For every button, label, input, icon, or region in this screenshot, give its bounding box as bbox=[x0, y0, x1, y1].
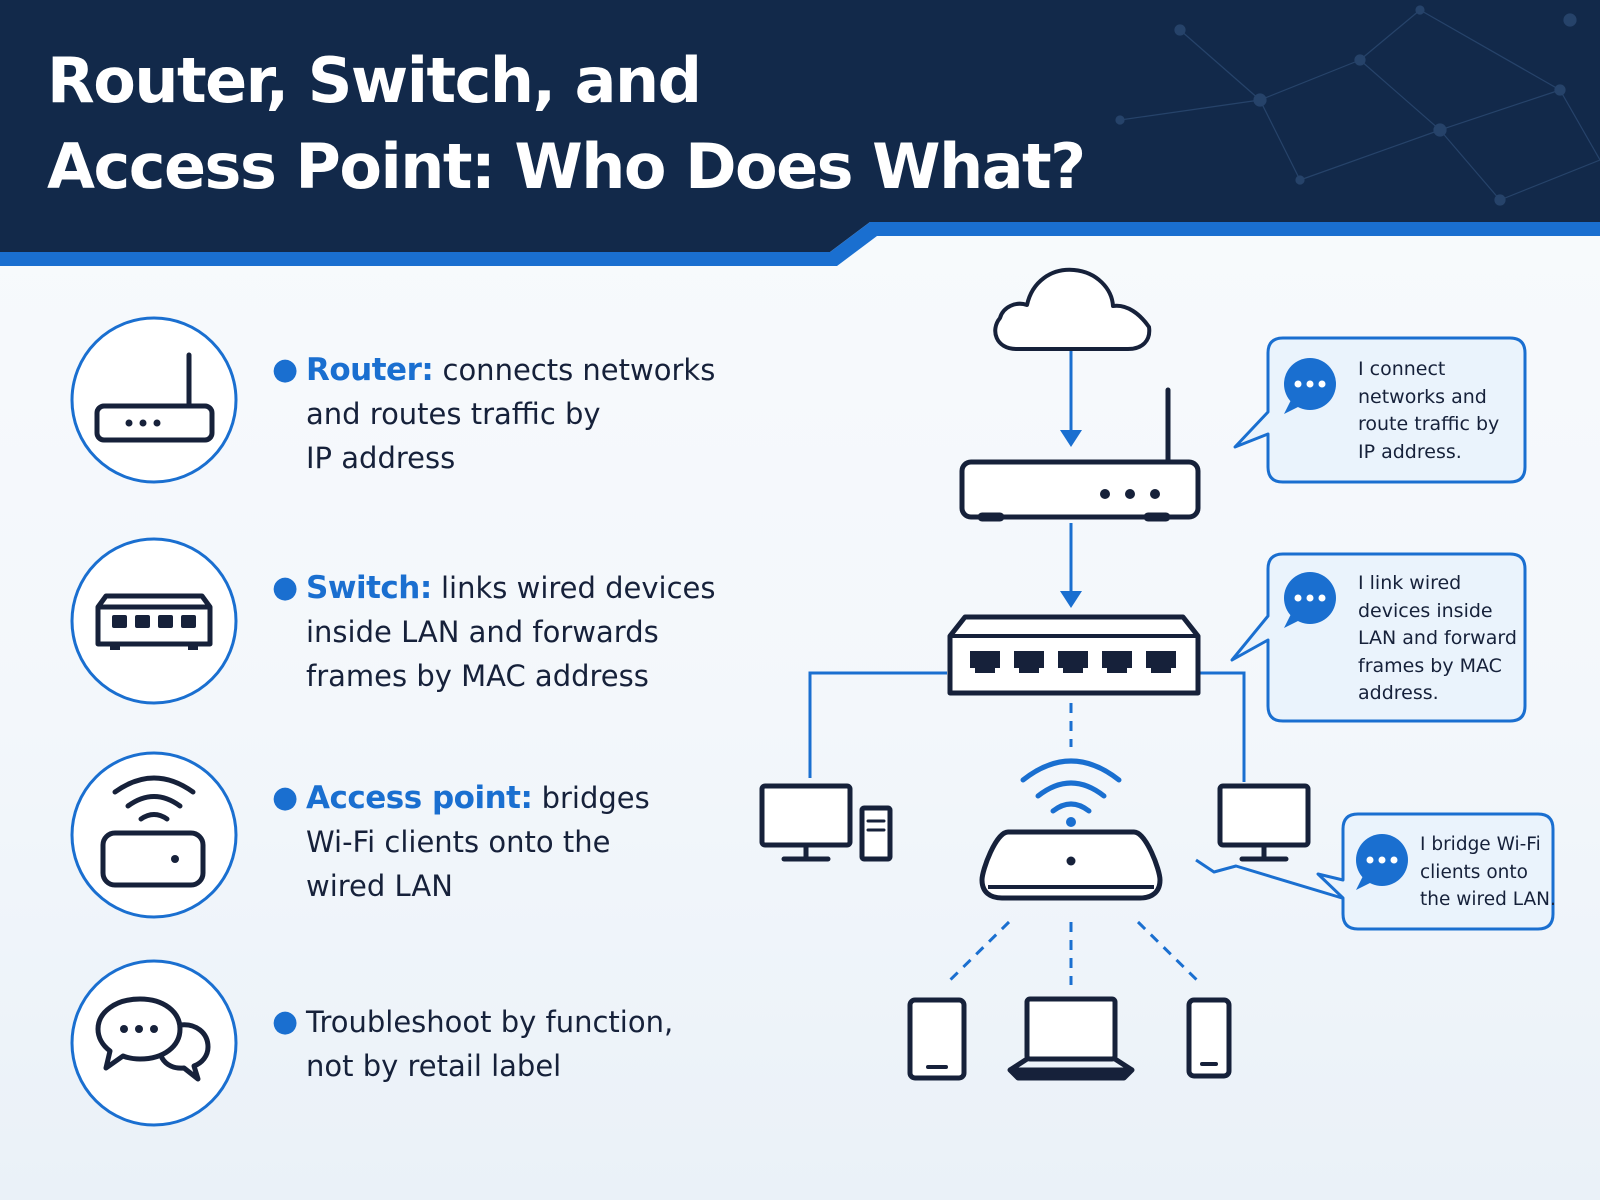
callout-text-switch: I link wired devices inside LAN and forw… bbox=[1358, 570, 1517, 708]
callout-line: LAN and forward bbox=[1358, 627, 1517, 649]
arrow-head-icon bbox=[1060, 591, 1082, 608]
callout-line: the wired LAN. bbox=[1420, 889, 1556, 910]
callout-text-router: I connect networks and route traffic by … bbox=[1358, 356, 1499, 466]
ap-to-phone-link bbox=[1136, 920, 1204, 987]
bullet-icon: ● bbox=[272, 352, 299, 387]
bullet-icon: ● bbox=[272, 780, 299, 815]
callout-line: I connect bbox=[1358, 358, 1446, 380]
callout-line: I link wired bbox=[1358, 572, 1462, 594]
callout-line: frames by MAC bbox=[1358, 654, 1502, 677]
item-term: Access point: bbox=[306, 780, 533, 816]
chat-icon bbox=[1284, 358, 1336, 414]
tablet-icon bbox=[907, 997, 967, 1081]
item-router: ● Router: connects networks and routes t… bbox=[272, 348, 766, 480]
desktop-computer-icon bbox=[759, 783, 893, 862]
chat-icon bbox=[1356, 834, 1408, 890]
callout-line: devices inside bbox=[1358, 599, 1493, 622]
callout-line: networks and bbox=[1358, 385, 1487, 408]
switch-to-monitor-line bbox=[1200, 671, 1246, 782]
callout-line: I bridge Wi-Fi bbox=[1420, 834, 1541, 855]
cloud-icon bbox=[993, 267, 1152, 351]
page-title-line-2: Access Point: Who Does What? bbox=[47, 130, 1086, 203]
item-troubleshoot: ● Troubleshoot by function, not by retai… bbox=[272, 1000, 766, 1088]
chat-icon bbox=[1284, 572, 1336, 628]
callout-line: IP address. bbox=[1358, 440, 1462, 463]
item-text-line: and routes traffic by bbox=[306, 397, 601, 431]
item-text-line: bridges bbox=[541, 781, 650, 815]
access-point-icon bbox=[979, 758, 1163, 901]
callout-line: address. bbox=[1358, 682, 1439, 704]
callout-text-access-point: I bridge Wi-Fi clients onto the wired LA… bbox=[1420, 831, 1556, 914]
switch-icon bbox=[947, 614, 1201, 696]
access-point-icon bbox=[70, 751, 238, 919]
item-access-point: ● Access point: bridges Wi-Fi clients on… bbox=[272, 776, 766, 908]
page-title-line-1: Router, Switch, and bbox=[47, 44, 702, 117]
router-icon bbox=[959, 387, 1201, 522]
laptop-icon bbox=[1007, 996, 1135, 1081]
header-accent-stripe bbox=[0, 222, 1600, 266]
switch-icon bbox=[70, 537, 238, 705]
item-text-line: links wired devices bbox=[440, 571, 716, 605]
callout-line: route traffic by bbox=[1358, 413, 1500, 435]
network-pattern-decoration bbox=[1115, 5, 1600, 206]
item-text-line: Troubleshoot by function, bbox=[306, 1005, 674, 1039]
bullet-icon: ● bbox=[272, 570, 299, 605]
smartphone-icon bbox=[1186, 997, 1232, 1079]
router-icon bbox=[70, 316, 238, 484]
arrow-head-icon bbox=[1060, 430, 1082, 447]
chat-bubbles-icon bbox=[70, 959, 238, 1127]
switch-to-desktop-line bbox=[808, 671, 947, 778]
item-term: Switch: bbox=[306, 570, 432, 606]
header-background bbox=[0, 0, 1600, 252]
item-text-line: inside LAN and forwards bbox=[306, 615, 659, 649]
item-switch: ● Switch: links wired devices inside LAN… bbox=[272, 566, 766, 698]
item-text-line: IP address bbox=[306, 441, 456, 475]
ap-to-tablet-link bbox=[943, 920, 1011, 987]
diagram-connectors bbox=[808, 350, 1246, 987]
item-text-line: connects networks bbox=[442, 353, 716, 387]
item-term: Router: bbox=[306, 352, 434, 388]
item-text-line: frames by MAC address bbox=[306, 659, 649, 693]
bullet-icon: ● bbox=[272, 1004, 299, 1039]
monitor-icon bbox=[1217, 783, 1311, 862]
item-text-line: wired LAN bbox=[306, 869, 453, 903]
item-text-line: Wi-Fi clients onto the bbox=[306, 825, 611, 859]
header-banner bbox=[0, 0, 1600, 266]
item-text-line: not by retail label bbox=[306, 1049, 562, 1083]
callout-line: clients onto bbox=[1420, 861, 1528, 883]
